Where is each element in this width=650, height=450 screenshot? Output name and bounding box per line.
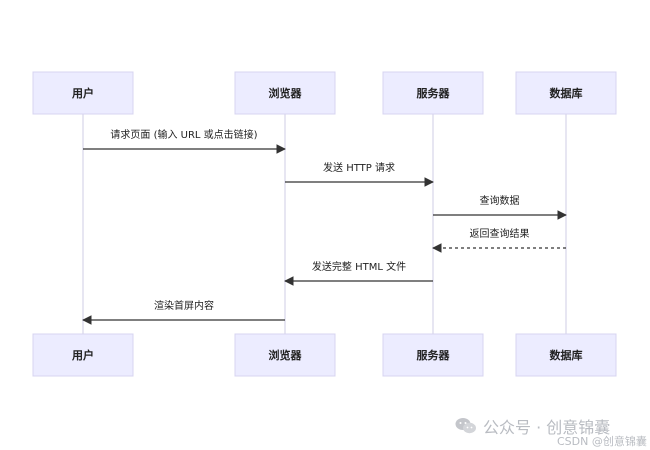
actor-label-top-3: 数据库 [550,86,583,100]
message-label-4: 发送完整 HTML 文件 [312,260,406,273]
watermark-sub-text: CSDN @创意锦囊 [557,435,647,448]
message-label-0: 请求页面 (输入 URL 或点击链接) [110,128,257,141]
wechat-icon [455,418,476,434]
watermark-main-text: 公众号 · 创意锦囊 [483,418,611,437]
message-label-2: 查询数据 [480,194,520,207]
actor-box-top-3 [515,71,617,115]
actor-label-top-0: 用户 [72,86,94,100]
actor-label-bottom-2: 服务器 [417,348,451,362]
actor-box-bottom-3 [515,333,617,377]
actor-box-bottom-0 [32,333,134,377]
actor-box-top-2 [382,71,484,115]
actor-label-bottom-3: 数据库 [550,348,583,362]
message-label-3: 返回查询结果 [470,227,530,240]
message-label-1: 发送 HTTP 请求 [323,161,395,174]
actor-label-top-1: 浏览器 [269,86,303,100]
actor-label-bottom-1: 浏览器 [269,348,303,362]
message-label-5: 渲染首屏内容 [154,299,214,312]
actor-label-bottom-0: 用户 [72,348,94,362]
actor-box-bottom-1 [234,333,336,377]
watermark: 公众号 · 创意锦囊 [455,414,610,438]
actor-label-top-2: 服务器 [417,86,451,100]
actor-box-top-1 [234,71,336,115]
actor-box-bottom-2 [382,333,484,377]
actor-box-top-0 [32,71,134,115]
